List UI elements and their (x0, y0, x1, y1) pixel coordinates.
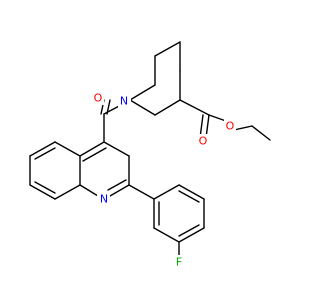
nitrogen-label: N (100, 193, 108, 206)
oxygen-atom: O (197, 134, 209, 149)
bond (178, 224, 200, 237)
bond (251, 125, 271, 141)
bond (79, 141, 105, 157)
bond (29, 184, 56, 200)
oxygen-label: O (199, 135, 208, 148)
bond (103, 141, 130, 157)
bond (109, 184, 130, 197)
oxygen-atom: O (92, 90, 104, 105)
bond (29, 141, 56, 157)
nitrogen-atom: N (97, 192, 110, 207)
bond (178, 227, 205, 243)
bond (54, 141, 81, 157)
atom-label-layer: O N O O N F (92, 90, 236, 270)
bond (233, 125, 253, 131)
bond (179, 99, 210, 116)
oxygen-atom: O (224, 119, 236, 134)
bond (208, 114, 227, 122)
bond (82, 147, 107, 162)
bond (153, 184, 180, 200)
nitrogen-atom: N (118, 94, 131, 109)
oxygen-label: O (226, 120, 235, 133)
bond (178, 184, 205, 200)
bond (129, 84, 156, 101)
bond-layer (29, 41, 271, 257)
fluorine-atom: F (173, 255, 185, 270)
bond (106, 99, 111, 115)
bond (154, 99, 181, 116)
bond (34, 181, 56, 194)
oxygen-label: O (94, 92, 103, 105)
bond (54, 184, 81, 200)
molecule-structure: O N O O N F (29, 41, 271, 270)
bond (129, 99, 156, 116)
bond (153, 227, 180, 243)
bond (178, 190, 200, 203)
bond (107, 179, 127, 191)
bond (34, 147, 56, 160)
fluorine-label: F (176, 256, 182, 269)
bond (154, 41, 181, 57)
bond (79, 184, 99, 197)
nitrogen-label: N (120, 95, 128, 108)
bond (128, 184, 155, 200)
